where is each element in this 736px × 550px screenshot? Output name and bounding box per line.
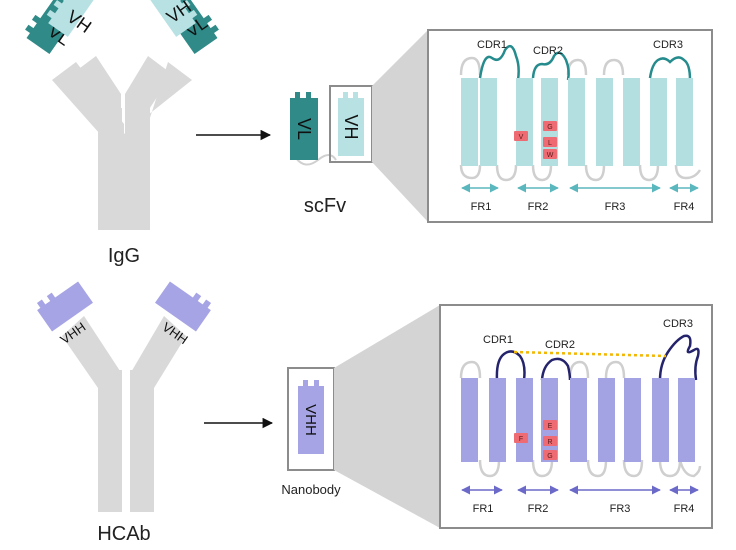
- scfv-vh-domain: [338, 92, 364, 156]
- vh-structure-panel: V G L W CDR1 CDR2 CDR3 FR1 FR2 FR3 FR4: [427, 29, 713, 223]
- residue-label: F: [519, 436, 523, 443]
- residue-label: V: [519, 134, 524, 141]
- cdr-label: CDR3: [653, 39, 683, 51]
- cdr3-loop: [658, 334, 700, 381]
- igg-label: IgG: [108, 245, 140, 267]
- fr-label: FR1: [471, 201, 492, 213]
- fr-label: FR2: [528, 201, 549, 213]
- vh-label: VH: [341, 114, 361, 139]
- nanobody-label: Nanobody: [281, 482, 341, 497]
- fr-label: FR4: [674, 201, 695, 213]
- cdr1-loop: [495, 350, 526, 381]
- nanobody: VHH Nanobody: [281, 367, 341, 497]
- residue-label: G: [547, 124, 552, 131]
- cdr2-loop: [531, 51, 570, 81]
- zoom-cone-bottom: [334, 305, 440, 528]
- cdr-label: CDR2: [533, 45, 563, 57]
- disulfide-bond: [513, 350, 667, 358]
- vhh-structure-panel: F E R G CDR1 CDR2 CDR3 FR1 FR2 FR3 FR4: [439, 304, 713, 529]
- residue-label: R: [547, 439, 552, 446]
- cdr-label: CDR1: [477, 39, 507, 51]
- vh-domain-left: [46, 0, 98, 37]
- igg-antibody: VL VH VL VH IgG: [25, 0, 219, 267]
- residue-label: E: [548, 423, 553, 430]
- zoom-cone-top: [372, 30, 428, 222]
- scfv-vl-domain: [290, 92, 318, 160]
- cdr1-loop: [478, 44, 520, 81]
- vhh-label: VHH: [302, 404, 319, 436]
- residue-label: G: [547, 453, 552, 460]
- fr-label: FR3: [610, 503, 631, 515]
- residue-label: L: [548, 140, 552, 147]
- vl-label: VL: [294, 118, 314, 140]
- vh-domain-right: [146, 0, 198, 37]
- fr-label: FR4: [674, 503, 695, 515]
- hcab-antibody: VHH VHH HCAb: [36, 281, 212, 545]
- cdr2-loop: [540, 357, 572, 381]
- scfv: VL VH scFv: [290, 85, 373, 217]
- cdr-label: CDR1: [483, 334, 513, 346]
- fr-label: FR3: [605, 201, 626, 213]
- residue-label: W: [547, 152, 554, 159]
- hcab-label: HCAb: [97, 523, 150, 545]
- nanobody-vhh-domain: [298, 380, 324, 454]
- cdr3-loop: [648, 56, 692, 81]
- scfv-label: scFv: [304, 195, 346, 217]
- fr-label: FR2: [528, 503, 549, 515]
- cdr-label: CDR2: [545, 339, 575, 351]
- cdr-label: CDR3: [663, 318, 693, 330]
- fr-label: FR1: [473, 503, 494, 515]
